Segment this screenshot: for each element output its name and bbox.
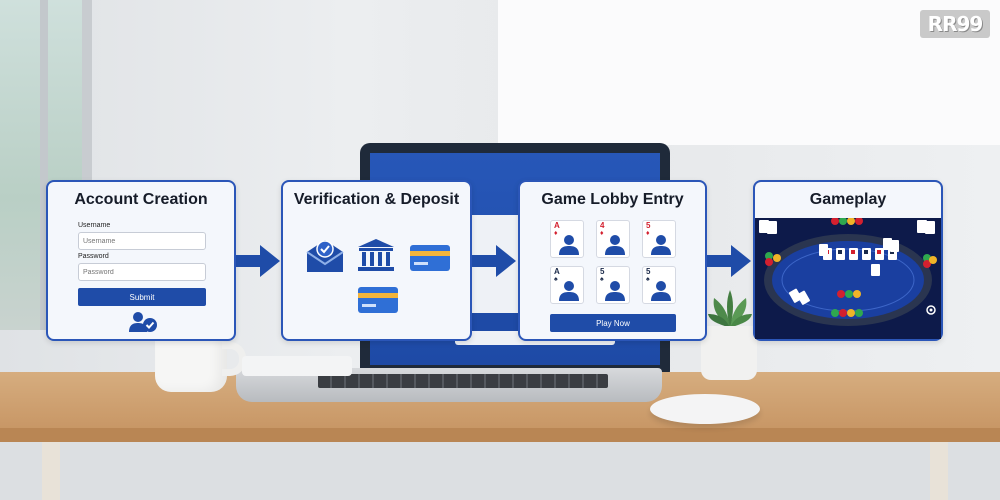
player-avatar-icon — [559, 235, 579, 255]
laptop-keyboard — [318, 374, 608, 388]
lobby-card[interactable]: A♦ — [550, 220, 584, 258]
plant-icon — [708, 290, 752, 328]
username-input[interactable] — [78, 232, 206, 250]
card-rank: 5 — [646, 221, 651, 230]
step-card-account-creation: Account Creation Username Password Submi… — [46, 180, 236, 341]
step-title: Gameplay — [809, 191, 887, 208]
password-input[interactable] — [78, 263, 206, 281]
brand-logo: RR99 — [920, 10, 990, 38]
arrow-right-icon — [472, 245, 516, 277]
step-title: Account Creation — [74, 191, 208, 208]
lobby-card[interactable]: 5♠ — [596, 266, 630, 304]
step-card-gameplay: Gameplay — [753, 180, 943, 341]
user-check-icon — [129, 312, 157, 332]
player-avatar-icon — [605, 281, 625, 301]
table-felt — [772, 241, 924, 319]
player-avatar-icon — [559, 281, 579, 301]
chip-stacks — [765, 218, 937, 317]
floor — [0, 442, 1000, 500]
bank-icon — [358, 239, 394, 271]
player-avatar-icon — [651, 281, 671, 301]
desk-leg — [42, 442, 60, 500]
desk-edge — [0, 428, 1000, 442]
arrow-right-icon — [236, 245, 280, 277]
card-rank: A — [554, 221, 560, 230]
lobby-card[interactable]: A♠ — [550, 266, 584, 304]
step-card-game-lobby-entry: Game Lobby Entry A♦4♦5♦A♠5♠5♠ Play Now — [518, 180, 707, 341]
card-suit: ♠ — [554, 276, 558, 283]
keyboard — [242, 356, 352, 376]
card-rank: 5 — [646, 267, 651, 276]
card-rank: 5 — [600, 267, 605, 276]
card-suit: ♠ — [600, 276, 604, 283]
white-panel — [498, 0, 1000, 145]
computer-mouse — [650, 394, 760, 424]
card-rank: A — [554, 267, 560, 276]
lobby-card[interactable]: 5♦ — [642, 220, 676, 258]
credit-card-icon — [410, 245, 450, 271]
card-suit: ♦ — [554, 230, 558, 237]
card-suit: ♦ — [600, 230, 604, 237]
poker-table — [755, 218, 941, 339]
player-avatar-icon — [651, 235, 671, 255]
username-label: Username — [78, 222, 111, 229]
envelope-check-icon — [306, 240, 344, 272]
desk-leg — [930, 442, 948, 500]
credit-card-icon — [358, 287, 398, 313]
card-suit: ♦ — [646, 230, 650, 237]
player-cards — [759, 220, 935, 305]
play-now-button[interactable]: Play Now — [550, 314, 676, 332]
step-card-verification-deposit: Verification & Deposit — [281, 180, 472, 341]
plant-pot — [701, 326, 757, 380]
arrow-right-icon — [707, 245, 751, 277]
password-label: Password — [78, 253, 109, 260]
lobby-card[interactable]: 5♠ — [642, 266, 676, 304]
settings-icon — [926, 305, 936, 315]
player-avatar-icon — [605, 235, 625, 255]
submit-button[interactable]: Submit — [78, 288, 206, 306]
card-rank: 4 — [600, 221, 605, 230]
lobby-card[interactable]: 4♦ — [596, 220, 630, 258]
step-title: Game Lobby Entry — [541, 191, 684, 208]
card-suit: ♠ — [646, 276, 650, 283]
step-title: Verification & Deposit — [293, 191, 460, 208]
